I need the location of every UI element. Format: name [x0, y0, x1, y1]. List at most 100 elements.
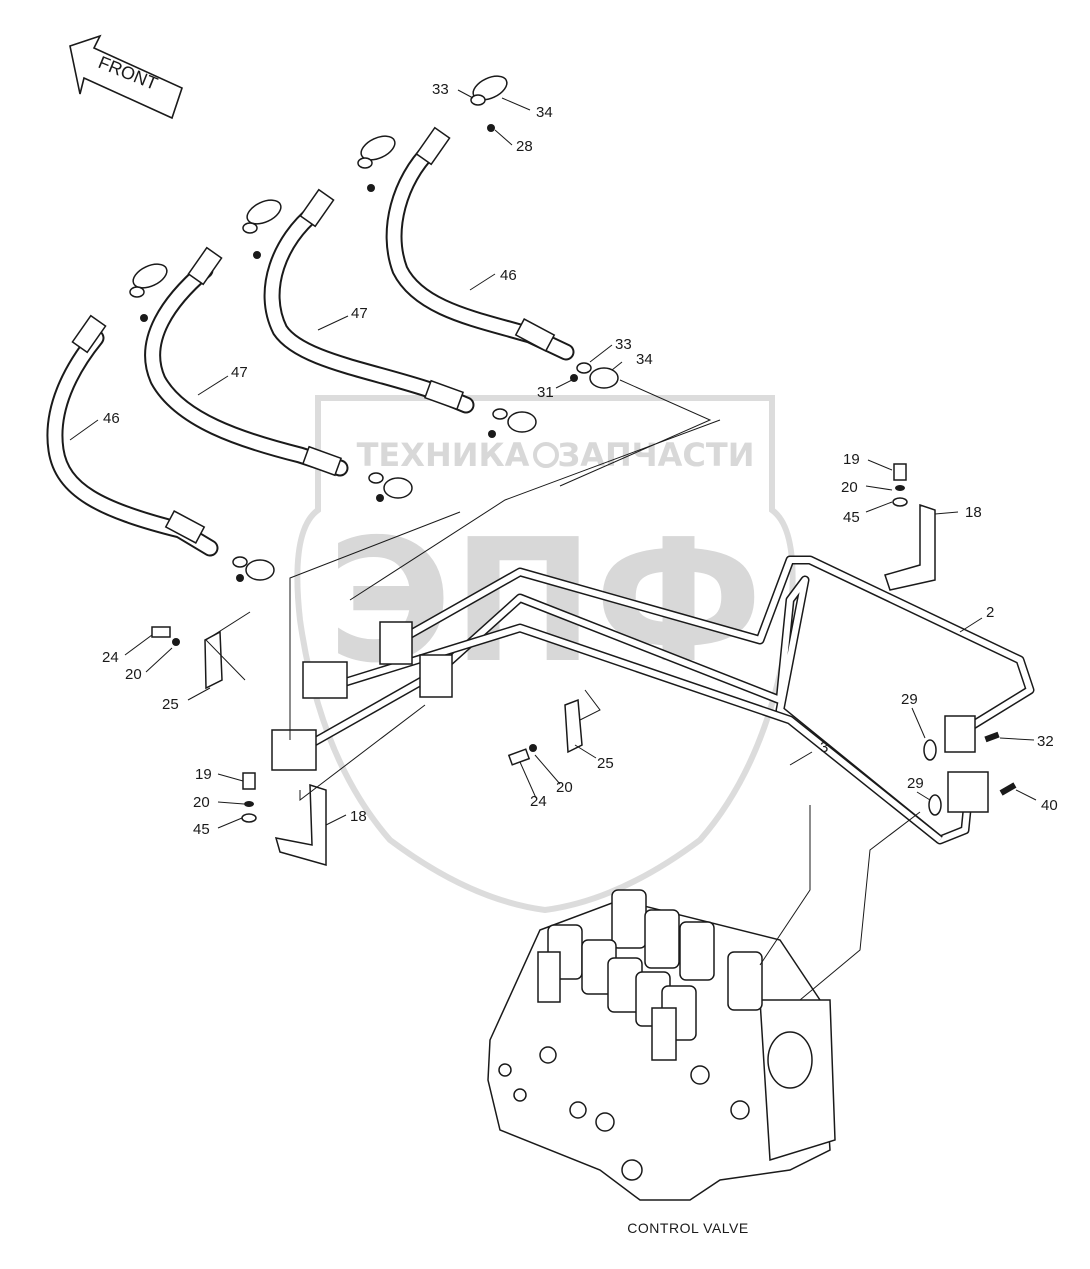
flange-32: [944, 715, 976, 753]
flange: [132, 263, 168, 289]
washer-45-right: [892, 497, 908, 507]
leader-lines: [69, 89, 1037, 1001]
ferrule: [423, 379, 465, 411]
o-ring: [232, 556, 248, 568]
hoses: [46, 126, 575, 557]
spool-cap: [644, 909, 680, 969]
callout-18-left: 18: [350, 808, 367, 825]
o-ring: [492, 408, 508, 420]
valve-plug: [537, 951, 561, 1003]
callout-45-left: 45: [193, 821, 210, 838]
ferrule: [187, 246, 223, 286]
o-ring: [368, 472, 384, 484]
valve-boss: [539, 1046, 557, 1064]
clamp-25-mid: [564, 698, 583, 754]
control-valve: CONTROL VALVE: [487, 889, 836, 1236]
valve-port: [767, 1031, 813, 1089]
callout-31: 31: [537, 384, 554, 401]
valve-boss: [730, 1100, 750, 1120]
o-ring: [357, 157, 373, 169]
watermark-text-left: ТЕХНИКА: [357, 436, 530, 474]
callout-40: 40: [1041, 797, 1058, 814]
spool-cap: [611, 889, 647, 949]
o-ring-33: [470, 94, 486, 106]
valve-boss: [569, 1101, 587, 1119]
flange: [245, 559, 275, 581]
callout-20-lower: 20: [193, 794, 210, 811]
bolt-24-mid: [507, 748, 531, 766]
flange-34-mid: [589, 367, 619, 389]
callout-28: 28: [516, 138, 533, 155]
pipe-block: [379, 621, 413, 665]
callout-33-mid: 33: [615, 336, 632, 353]
pipe-block: [419, 654, 453, 698]
ferrule: [164, 510, 206, 544]
valve-boss: [621, 1159, 643, 1181]
bolt-40: [999, 782, 1017, 796]
pipe-block: [302, 661, 348, 699]
callout-34-mid: 34: [636, 351, 653, 368]
callout-25-left: 25: [162, 696, 179, 713]
callout-34-top: 34: [536, 104, 553, 121]
bolt: [236, 574, 244, 582]
callout-46-right: 46: [500, 267, 517, 284]
bracket-18-left: [274, 783, 327, 866]
callout-19-right: 19: [843, 451, 860, 468]
callout-3: 3: [820, 739, 828, 756]
bolt-19-left: [242, 772, 256, 790]
callout-33-top: 33: [432, 81, 449, 98]
valve-plug: [651, 1007, 677, 1061]
valve-boss: [513, 1088, 527, 1102]
callout-45-right: 45: [843, 509, 860, 526]
gear-icon: [533, 442, 559, 468]
steel-pipes: [271, 555, 1035, 845]
flange: [246, 199, 282, 225]
washer-20-mid: [529, 744, 537, 752]
callout-24-mid: 24: [530, 793, 547, 810]
flange: [360, 135, 396, 161]
o-ring-29-upper: [923, 739, 937, 761]
ferrule: [299, 188, 335, 228]
callout-20-mid: 20: [556, 779, 573, 796]
flanges: [129, 75, 619, 582]
bolt: [488, 430, 496, 438]
callout-24-left: 24: [102, 649, 119, 666]
bolt: [253, 251, 261, 259]
o-ring: [129, 286, 145, 298]
callout-20-left: 20: [125, 666, 142, 683]
front-arrow-shape: [69, 34, 183, 120]
washer-20: [172, 638, 180, 646]
callout-25-mid: 25: [597, 755, 614, 772]
o-ring-33-mid: [576, 362, 592, 374]
spool-cap: [679, 921, 715, 981]
callouts: 33 34 28 46 47 47 46 33 34 31 19 20 45 1…: [102, 81, 1058, 838]
clamp-25-left: [204, 630, 223, 690]
flange: [507, 411, 537, 433]
ferrule: [71, 314, 107, 354]
callout-29-upper: 29: [901, 691, 918, 708]
bracket-18-right: [884, 503, 936, 591]
flange-40: [947, 771, 989, 813]
callout-32: 32: [1037, 733, 1054, 750]
ferrule: [415, 126, 451, 166]
callout-46-left: 46: [103, 410, 120, 427]
bolt: [367, 184, 375, 192]
callout-20-right: 20: [841, 479, 858, 496]
washer-20-right: [895, 485, 905, 491]
bolt: [376, 494, 384, 502]
bolt-19-right: [893, 463, 907, 481]
callout-47-left: 47: [231, 364, 248, 381]
callout-18-right: 18: [965, 504, 982, 521]
o-ring: [242, 222, 258, 234]
callout-29-lower: 29: [907, 775, 924, 792]
ferrule: [514, 318, 556, 352]
callout-2: 2: [986, 604, 994, 621]
ferrule: [301, 445, 343, 477]
callout-47-right: 47: [351, 305, 368, 322]
front-arrow: FRONT: [69, 34, 183, 120]
valve-boss: [498, 1063, 512, 1077]
washer-45-left: [241, 813, 257, 823]
bolt-28: [487, 124, 495, 132]
